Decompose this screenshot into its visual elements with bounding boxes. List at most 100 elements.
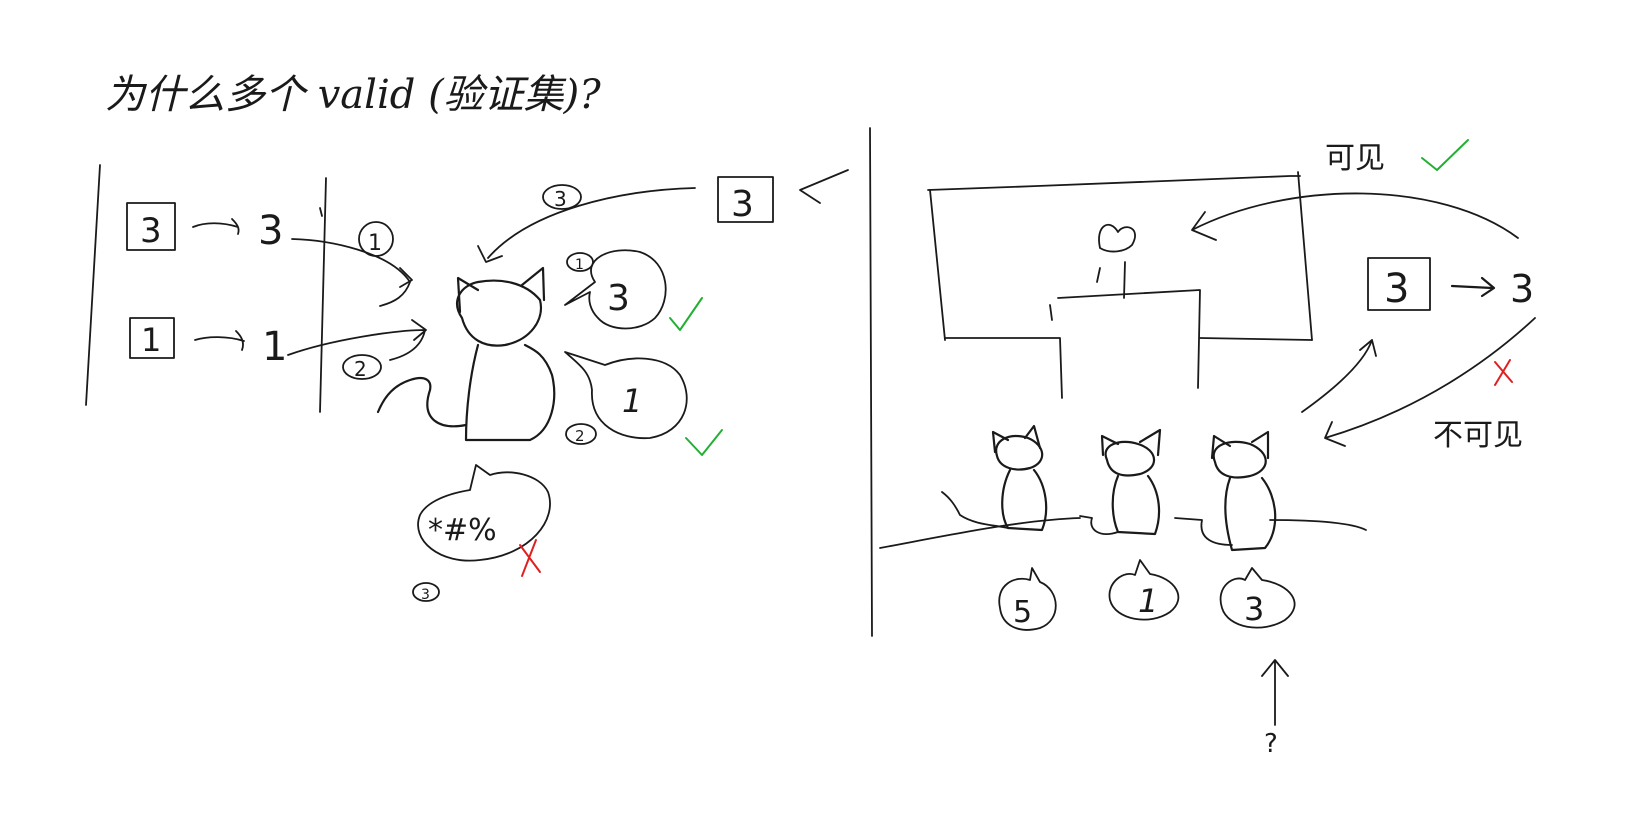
cat-ears (1210, 430, 1270, 460)
cat-tail (1174, 517, 1233, 546)
step-marker-circle (566, 252, 594, 272)
speech-bubble (1219, 567, 1296, 629)
step-marker-circle (342, 354, 382, 380)
floor-line-right (1269, 519, 1367, 531)
step-marker-circle (565, 423, 597, 445)
student-cat-3 (1174, 430, 1277, 552)
left-panel: 3 3 1 1 1 2 3 3 (85, 164, 849, 603)
cat-body (1224, 476, 1277, 552)
floor-line-left (879, 517, 1081, 549)
arrow-icon (194, 330, 245, 351)
visible-label: 可见 (1325, 141, 1385, 176)
speech-bubble (564, 249, 667, 330)
example-row-1: 3 3 1 (126, 202, 413, 307)
room-right-wall (1297, 171, 1313, 341)
step-marker-label: 1 (575, 257, 584, 273)
panel-divider (869, 127, 873, 637)
example-box (126, 202, 176, 251)
room-desk-left (944, 337, 1063, 399)
room-left-wall (929, 189, 946, 341)
incoming-arrow-icon (799, 169, 849, 204)
arrow-head-icon (399, 267, 413, 288)
cat-body (464, 343, 556, 442)
student-answer-2: 1 (1108, 559, 1180, 621)
cat-head (1212, 440, 1267, 479)
example-box-label: 3 (1384, 266, 1409, 312)
prediction-bubble-1: 3 1 (564, 249, 703, 331)
curved-arrow-to-cat (477, 187, 696, 263)
check-mark-icon (1421, 139, 1469, 171)
cat-ears (991, 424, 1042, 454)
cat-ear-right (520, 266, 546, 302)
curved-arrow-to-teacher (1191, 192, 1519, 241)
step-marker-circle (412, 582, 440, 602)
bubble-value: *#% (428, 513, 497, 548)
cat-tail (1079, 515, 1119, 535)
room-desk-right (1199, 337, 1313, 341)
student-cat-2 (1079, 428, 1162, 536)
speech-bubble (564, 351, 688, 439)
check-mark-icon (669, 297, 703, 331)
prediction-bubble-3: *#% 3 (412, 464, 551, 603)
step-marker-label: 2 (575, 427, 585, 445)
student-answer-value: 3 (1244, 590, 1264, 628)
student-answer-value: 1 (1138, 582, 1158, 620)
cat-head (1104, 440, 1156, 477)
example-output-label: 1 (262, 324, 287, 370)
incoming-box (717, 176, 774, 223)
cat-head (995, 434, 1044, 471)
prediction-bubble-2: 1 2 (564, 351, 723, 456)
left-border-line (85, 164, 101, 406)
example-output-label: 3 (1510, 267, 1534, 311)
cat-tail (376, 376, 468, 428)
cat-body (1111, 474, 1161, 536)
student-answer-value: 5 (1013, 595, 1032, 630)
cat-model-figure (376, 266, 556, 442)
example-box-label: 1 (141, 321, 161, 359)
room-top-line (927, 175, 1301, 191)
question-mark: ? (1264, 729, 1278, 759)
bubble-value: 1 (622, 382, 642, 420)
curved-arrow-to-cat (287, 329, 426, 361)
cat-body (1001, 468, 1048, 532)
teacher-body (1096, 261, 1126, 299)
cross-mark-icon (519, 539, 541, 577)
cat-ear-left (456, 276, 480, 314)
arrow-to-students (1324, 317, 1536, 447)
arrow-icon (1450, 276, 1496, 298)
student-answer-3: 3 (1219, 567, 1296, 629)
step-marker-circle (358, 221, 394, 257)
example-output-label: 3 (258, 208, 283, 254)
example-box (129, 317, 175, 359)
speech-bubble (1108, 559, 1180, 621)
arrow-head-icon (411, 319, 427, 341)
step-marker-label: 1 (368, 231, 382, 256)
cat-head (456, 279, 543, 347)
student-answer-1: 5 (998, 567, 1057, 631)
step-marker-label: 3 (421, 587, 430, 603)
step-marker-label: 3 (554, 187, 567, 211)
cat-ears (1100, 428, 1162, 457)
incoming-box-label: 3 (731, 184, 754, 225)
invisible-label: 不可见 (1433, 418, 1523, 453)
cat-tail (941, 491, 1009, 529)
left-inner-divider (319, 177, 327, 413)
desk-leg (1049, 304, 1053, 321)
teacher-head (1098, 223, 1136, 253)
check-mark-icon (685, 429, 723, 456)
speech-bubble (998, 567, 1057, 631)
up-arrow-icon (1261, 659, 1289, 726)
arrow-icon (192, 218, 240, 235)
teacher-desk (1057, 289, 1201, 389)
example-box (1367, 257, 1431, 311)
bubble-value: 3 (607, 278, 630, 319)
cross-mark-icon (1494, 359, 1513, 386)
step-marker-label: 2 (354, 357, 367, 381)
page-title: 为什么多个 valid (验证集)? (105, 72, 601, 118)
student-cat-1 (941, 424, 1048, 532)
incoming-example: 3 3 (477, 169, 849, 263)
curved-arrow-to-cat (291, 238, 411, 307)
right-panel: 可见 不可见 3 3 (879, 139, 1536, 759)
arrow-into-room (1301, 339, 1377, 413)
